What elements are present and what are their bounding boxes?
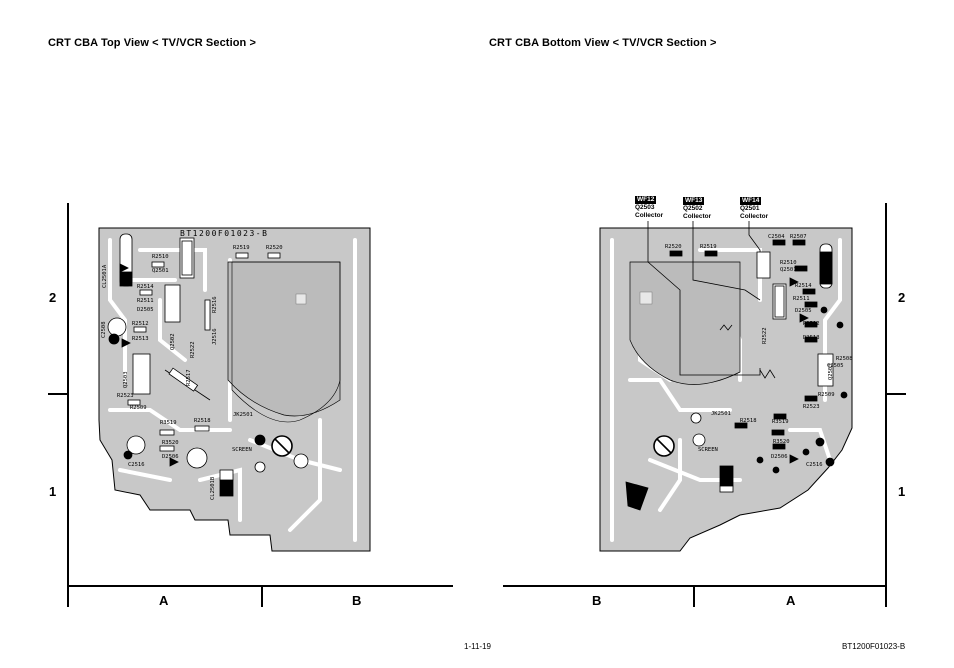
bottom-label-r2523: R2523 — [803, 404, 820, 410]
top-label-r2522: R2522 — [190, 341, 196, 358]
row-label-2-right: 2 — [898, 290, 906, 305]
top-label-r2518: R2518 — [194, 418, 211, 424]
top-board-id: BT1200F01023-B — [180, 229, 268, 238]
top-label-r2509: R2509 — [130, 405, 147, 411]
top-label-q2502: Q2502 — [170, 333, 176, 350]
row-label-1-right: 1 — [898, 484, 906, 499]
top-q2503-body — [132, 353, 151, 395]
bottom-label-q2501: Q2501 — [780, 267, 797, 273]
top-label-r3520: R3520 — [162, 440, 179, 446]
bottom-label-d2505: D2505 — [795, 308, 812, 314]
bottom-label-r2522: R2522 — [762, 327, 768, 344]
waveform-callout-wf12: WF12 Q2503 Collector — [635, 196, 663, 220]
waveform-tag: WF14 — [740, 197, 762, 205]
top-label-j2516: J2516 — [212, 328, 218, 345]
bottom-label-d2506: D2506 — [771, 454, 788, 460]
bottom-label-r2514: R2514 — [795, 283, 812, 289]
waveform-part: Q2503 — [635, 204, 655, 211]
top-label-r2519: R2519 — [233, 245, 250, 251]
bottom-label-r2518: R2518 — [740, 418, 757, 424]
bottom-label-r2508: R2508 — [836, 356, 853, 362]
col-label-b-left: B — [352, 593, 362, 608]
waveform-callout-wf13: WF13 Q2502 Collector — [683, 197, 711, 221]
top-q2501-body — [179, 237, 195, 279]
waveform-pin: Collector — [635, 212, 664, 219]
top-label-d2505: D2505 — [137, 307, 154, 313]
bottom-label-r3519: R3519 — [772, 419, 789, 425]
bottom-large-pad — [629, 261, 741, 385]
bottom-view-title: CRT CBA Bottom View < TV/VCR Section > — [489, 37, 717, 49]
col-label-a-left: A — [159, 593, 169, 608]
bottom-label-r2509: R2509 — [818, 392, 835, 398]
top-label-q2501: Q2501 — [152, 268, 169, 274]
bottom-label-r3520: R3520 — [773, 439, 790, 445]
bottom-label-jk2501: JK2501 — [711, 411, 731, 417]
bottom-label-r2520: R2520 — [665, 244, 682, 250]
top-label-r2511: R2511 — [137, 298, 154, 304]
document-id: BT1200F01023-B — [842, 642, 906, 651]
top-label-jk2501: JK2501 — [233, 412, 253, 418]
top-label-d2506: D2506 — [162, 454, 179, 460]
top-label-cl2501a: CL2501A — [102, 264, 108, 288]
bottom-label-c2516: C2516 — [806, 462, 823, 468]
top-label-r2516: R2516 — [212, 296, 218, 313]
bottom-label-r2519: R2519 — [700, 244, 717, 250]
col-label-a-right: A — [786, 593, 796, 608]
top-large-pad — [227, 261, 341, 417]
row-label-1-left: 1 — [49, 484, 57, 499]
top-label-r2523: R2523 — [117, 393, 134, 399]
waveform-part: Q2502 — [683, 205, 703, 212]
top-label-r2520: R2520 — [266, 245, 283, 251]
top-label-r3519: R3519 — [160, 420, 177, 426]
bottom-label-r2510: R2510 — [780, 260, 797, 266]
row-label-2-left: 2 — [49, 290, 57, 305]
col-label-b-right: B — [592, 593, 602, 608]
top-label-cl2501b: CL2501B — [210, 476, 216, 500]
waveform-tag: WF12 — [635, 196, 657, 204]
bottom-label-r2507: R2507 — [790, 234, 807, 240]
top-label-screen: SCREEN — [232, 447, 252, 453]
waveform-pin: Collector — [740, 213, 769, 220]
bottom-label-q2503: Q2503 — [828, 363, 834, 380]
top-label-q2503: Q2503 — [123, 371, 129, 388]
top-label-r2512: R2512 — [132, 321, 149, 327]
bottom-label-d2513: D2513 — [803, 335, 820, 341]
waveform-pin: Collector — [683, 213, 712, 220]
bottom-label-r2511: R2511 — [793, 296, 810, 302]
top-view-title: CRT CBA Top View < TV/VCR Section > — [48, 37, 257, 49]
bottom-label-c2505: C2505 — [827, 363, 844, 369]
top-label-c2516: C2516 — [128, 462, 145, 468]
top-label-r2510: R2510 — [152, 254, 169, 260]
waveform-tag: WF13 — [683, 197, 705, 205]
bottom-label-screen: SCREEN — [698, 447, 718, 453]
top-label-r2514: R2514 — [137, 284, 154, 290]
waveform-callout-wf14: WF14 Q2501 Collector — [740, 197, 768, 221]
waveform-part: Q2501 — [740, 205, 760, 212]
bottom-label-r2512: R2512 — [803, 321, 820, 327]
top-label-r2517: R2517 — [186, 369, 192, 386]
page-number: 1-11-19 — [464, 642, 491, 651]
top-label-c2508: C2508 — [101, 321, 107, 338]
top-label-r2513: R2513 — [132, 336, 149, 342]
top-q2502-body — [164, 284, 181, 323]
bottom-label-c2504: C2504 — [768, 234, 785, 240]
